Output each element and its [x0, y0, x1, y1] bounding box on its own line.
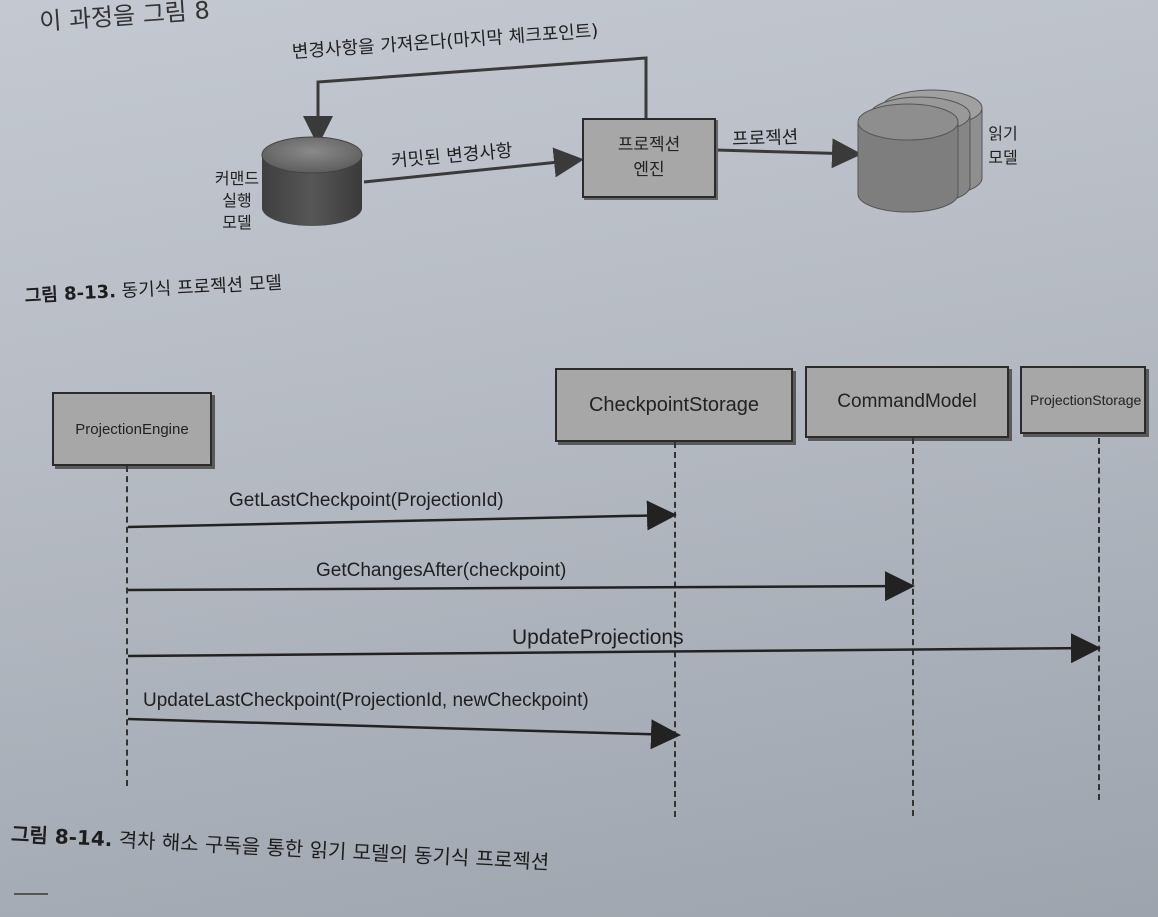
participant-checkpoint-storage: CheckpointStorage	[555, 368, 793, 442]
command-model-cylinder	[261, 136, 363, 226]
projection-engine-label-2: 엔진	[633, 160, 665, 180]
message-arrow-3	[127, 633, 1101, 664]
message-arrow-4	[127, 717, 681, 750]
committed-changes-arrow	[363, 147, 584, 184]
participant-projection-storage: ProjectionStorage	[1020, 366, 1146, 434]
participant-command-model: CommandModel	[805, 366, 1009, 438]
page-rule	[14, 893, 48, 895]
read-model-label: 읽기 모델	[988, 124, 1018, 167]
projection-engine-box: 프로젝션 엔진	[582, 118, 716, 198]
message-arrow-1	[127, 500, 677, 531]
participant-projection-engine: ProjectionEngine	[52, 392, 212, 466]
lifeline-projection-engine	[126, 466, 128, 786]
message-label-2: GetChangesAfter(checkpoint)	[316, 560, 567, 581]
read-model-cylinders	[857, 89, 983, 213]
projection-arrow	[715, 138, 862, 169]
fetch-changes-arrow	[303, 56, 648, 146]
lifeline-checkpoint-storage	[674, 442, 676, 817]
projection-engine-label-1: 프로젝션	[617, 135, 681, 155]
message-label-3: UpdateProjections	[512, 626, 684, 649]
lifeline-projection-storage	[1098, 438, 1100, 800]
message-label-1: GetLastCheckpoint(ProjectionId)	[229, 490, 504, 511]
message-arrow-2	[127, 571, 915, 602]
message-label-4: UpdateLastCheckpoint(ProjectionId, newCh…	[143, 690, 589, 711]
lifeline-command-model	[912, 438, 914, 816]
command-model-label: 커맨드 실행 모델	[214, 169, 260, 232]
